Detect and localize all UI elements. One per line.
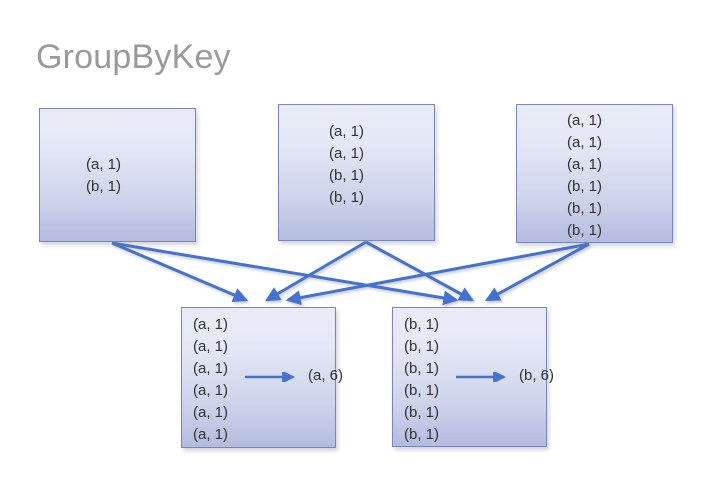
page-title: GroupByKey bbox=[36, 38, 231, 76]
input-collection-1[interactable]: (a, 1) (b, 1) bbox=[39, 108, 196, 242]
reduce-arrow-a-icon bbox=[245, 372, 296, 382]
kv-line: (b, 1) bbox=[86, 178, 122, 195]
input-collection-1-lines: (a, 1) (b, 1) bbox=[86, 154, 121, 198]
grouped-key-a-lines: (a, 1) (a, 1) (a, 1) (a, 1) (a, 1) (a, 1… bbox=[193, 314, 228, 446]
connector-src3-to-groupa bbox=[285, 242, 590, 306]
kv-line: (a, 1) bbox=[193, 316, 229, 333]
connector-src2-to-groupb bbox=[365, 240, 475, 302]
input-collection-3[interactable]: (a, 1) (a, 1) (a, 1) (b, 1) (b, 1) (b, 1… bbox=[516, 104, 673, 243]
kv-line: (b, 1) bbox=[567, 178, 603, 195]
kv-line: (b, 1) bbox=[404, 338, 440, 355]
kv-line: (b, 1) bbox=[404, 360, 440, 377]
connector-src2-to-groupa bbox=[264, 240, 367, 302]
kv-line: (b, 1) bbox=[404, 316, 440, 333]
kv-line: (a, 1) bbox=[567, 112, 603, 129]
kv-line: (a, 1) bbox=[329, 145, 365, 162]
kv-line: (b, 1) bbox=[404, 426, 440, 443]
kv-line: (b, 1) bbox=[404, 382, 440, 399]
grouped-key-a[interactable]: (a, 1) (a, 1) (a, 1) (a, 1) (a, 1) (a, 1… bbox=[181, 307, 343, 448]
kv-line: (b, 1) bbox=[567, 200, 603, 217]
input-collection-2-lines: (a, 1) (a, 1) (b, 1) (b, 1) bbox=[329, 121, 364, 209]
connector-src3-to-groupb bbox=[484, 242, 590, 302]
input-collection-2[interactable]: (a, 1) (a, 1) (b, 1) (b, 1) bbox=[278, 104, 435, 241]
kv-line: (a, 1) bbox=[193, 404, 229, 421]
kv-line: (b, 1) bbox=[329, 189, 365, 206]
reduce-arrow-b-icon bbox=[456, 372, 507, 382]
kv-line: (a, 1) bbox=[193, 426, 229, 443]
grouped-key-b-lines: (b, 1) (b, 1) (b, 1) (b, 1) (b, 1) (b, 1… bbox=[404, 314, 439, 446]
kv-line: (b, 1) bbox=[404, 404, 440, 421]
kv-line: (a, 1) bbox=[193, 338, 229, 355]
connector-src1-to-groupb bbox=[111, 241, 459, 306]
kv-line: (a, 1) bbox=[193, 382, 229, 399]
connector-src1-to-groupa bbox=[111, 241, 249, 302]
kv-line: (a, 1) bbox=[567, 134, 603, 151]
reduce-result-b: (b, 6) bbox=[519, 367, 555, 384]
kv-line: (a, 1) bbox=[329, 123, 365, 140]
kv-line: (b, 1) bbox=[329, 167, 365, 184]
input-collection-3-lines: (a, 1) (a, 1) (a, 1) (b, 1) (b, 1) (b, 1… bbox=[567, 110, 602, 242]
reduce-result-a: (a, 6) bbox=[308, 367, 344, 384]
kv-line: (b, 1) bbox=[567, 222, 603, 239]
kv-line: (a, 1) bbox=[193, 360, 229, 377]
grouped-key-b[interactable]: (b, 1) (b, 1) (b, 1) (b, 1) (b, 1) (b, 1… bbox=[392, 307, 554, 447]
kv-line: (a, 1) bbox=[86, 156, 122, 173]
kv-line: (a, 1) bbox=[567, 156, 603, 173]
